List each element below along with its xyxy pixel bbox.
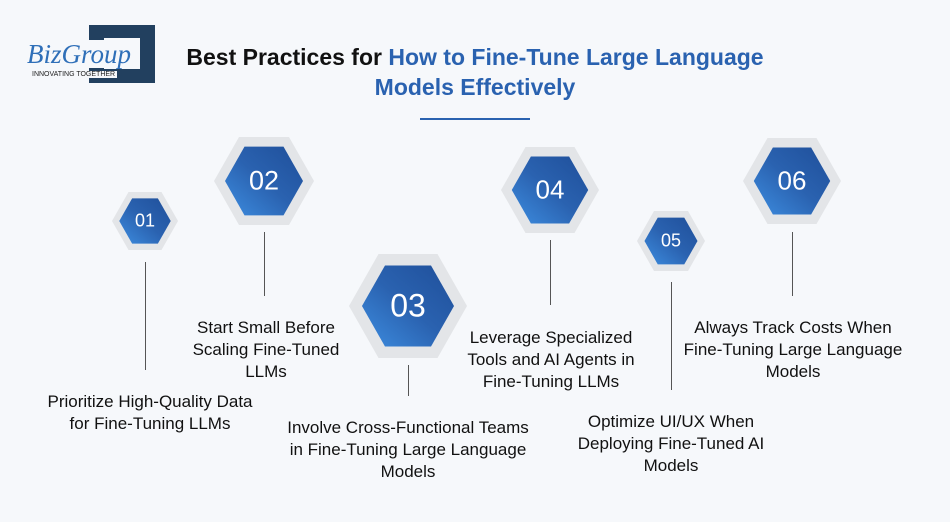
step-number: 04 <box>535 174 565 205</box>
step-number: 06 <box>777 165 807 196</box>
step-hexagon-03: 03 <box>349 254 467 358</box>
step-text: Involve Cross-Functional Teams in Fine-T… <box>287 418 529 481</box>
connector-line <box>671 282 672 390</box>
page-title: Best Practices for How to Fine-Tune Larg… <box>150 42 800 102</box>
connector-line <box>408 365 409 396</box>
divider <box>420 118 530 120</box>
connector-line <box>145 262 146 370</box>
logo-tagline: INNOVATING TOGETHER <box>30 71 118 78</box>
step-number: 05 <box>660 230 682 251</box>
logo: BizGroup <box>24 40 135 68</box>
step-hexagon-01: 01 <box>112 192 178 250</box>
step-number: 01 <box>134 210 156 231</box>
connector-line <box>792 232 793 296</box>
connector-line <box>550 240 551 305</box>
connector-line <box>264 232 265 296</box>
step-text: Optimize UI/UX When Deploying Fine-Tuned… <box>577 412 765 475</box>
title-prefix: Best Practices for <box>186 44 389 70</box>
step-text: Always Track Costs When Fine-Tuning Larg… <box>683 318 903 381</box>
title-highlight: How to Fine-Tune Large Language Models E… <box>374 44 764 100</box>
step-hexagon-05: 05 <box>637 211 705 271</box>
step-hexagon-04: 04 <box>501 147 599 233</box>
step-hexagon-02: 02 <box>214 137 314 225</box>
step-text: Leverage Specialized Tools and AI Agents… <box>467 328 635 391</box>
step-text: Start Small Before Scaling Fine-Tuned LL… <box>192 318 340 381</box>
step-hexagon-06: 06 <box>743 138 841 224</box>
step-number: 02 <box>248 165 280 196</box>
step-number: 03 <box>390 287 426 324</box>
step-text: Prioritize High-Quality Data for Fine-Tu… <box>47 392 253 433</box>
